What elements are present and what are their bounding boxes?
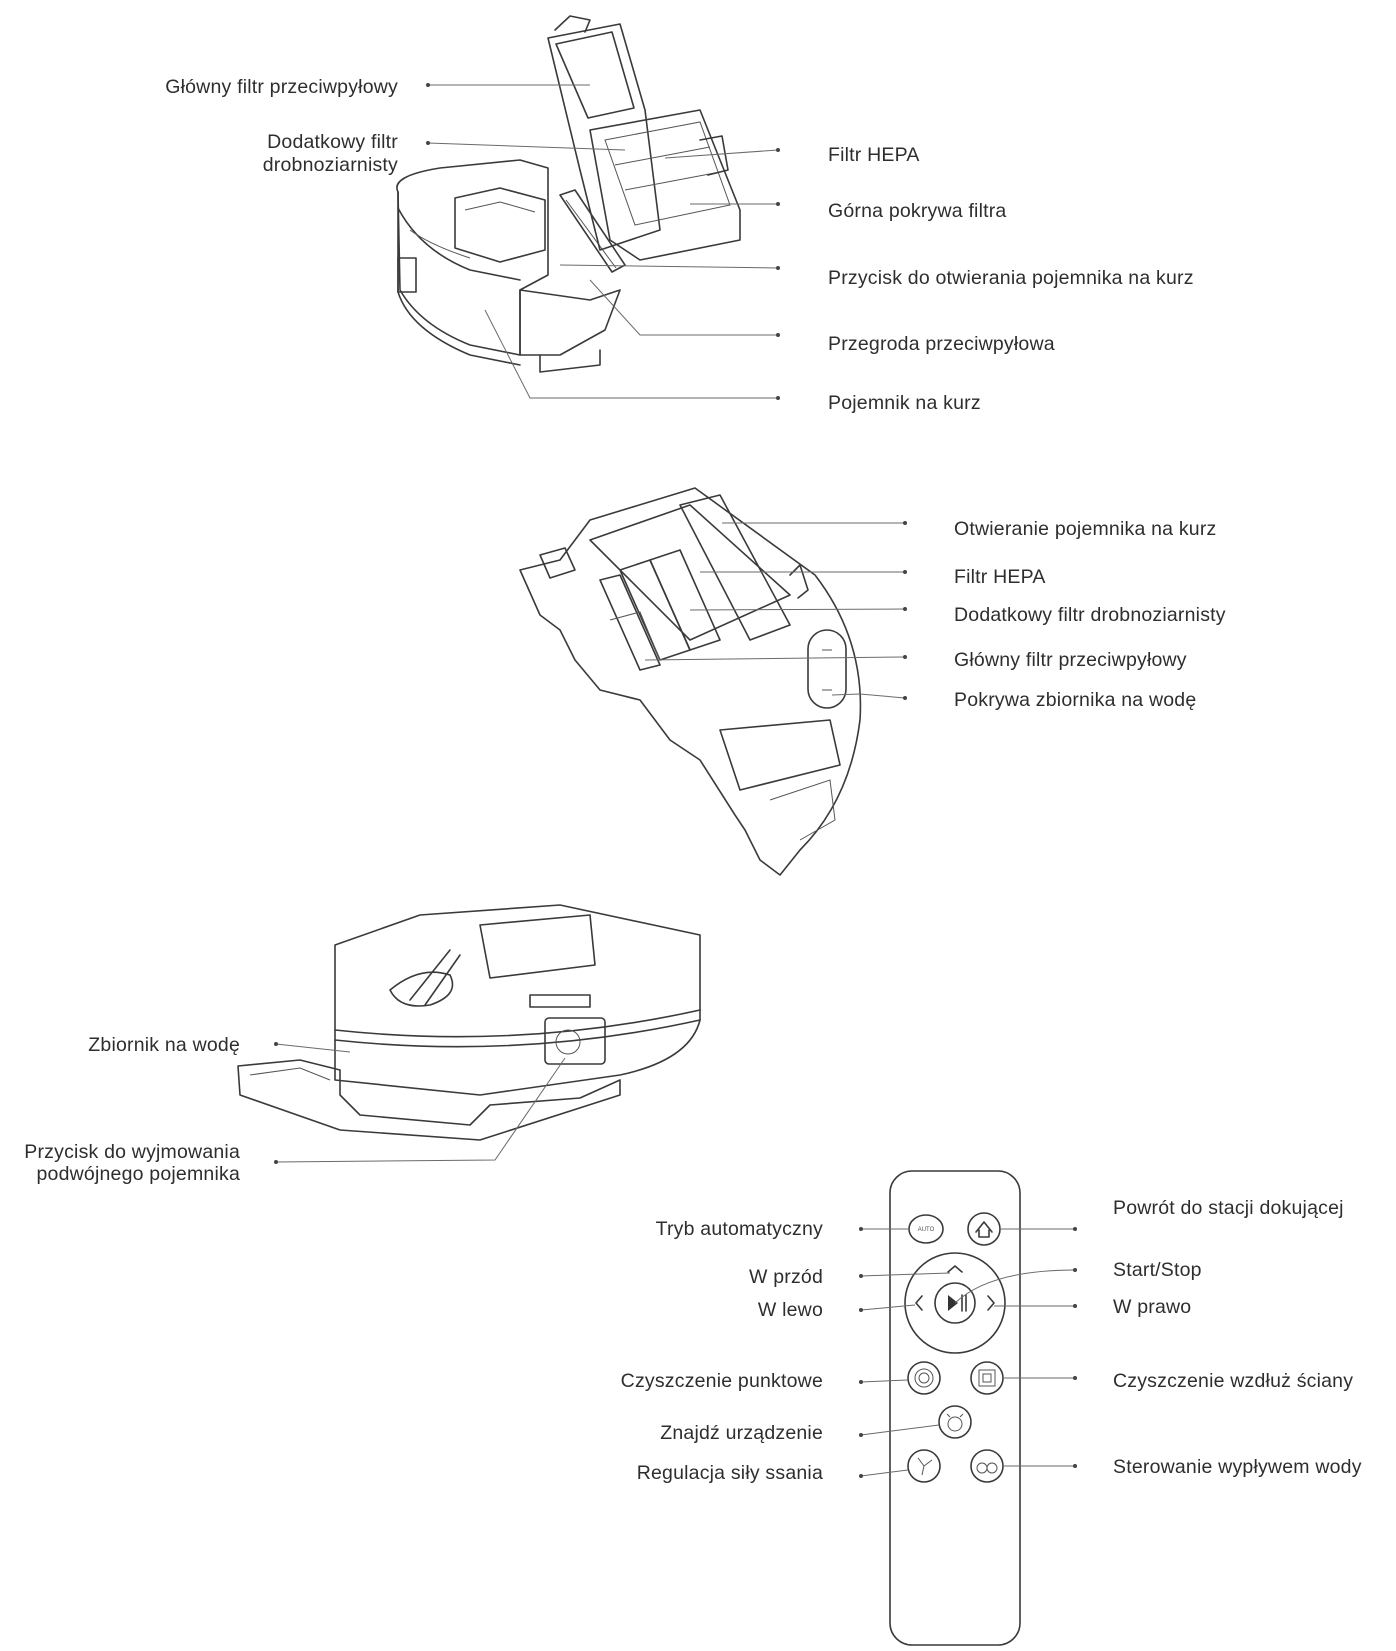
remote-leader-lines [859, 1227, 1077, 1478]
label-find-device: Znajdź urządzenie [660, 1422, 823, 1444]
label-main-dust-filter: Główny filtr przeciwpyłowy [165, 76, 398, 98]
label-dust-bin: Pojemnik na kurz [828, 392, 981, 414]
label-hepa-filter: Filtr HEPA [828, 144, 920, 166]
label-top-filter-cover: Górna pokrywa filtra [828, 200, 1007, 222]
auto-button-text: AUTO [918, 1227, 935, 1233]
label-wall-cleaning: Czyszczenie wzdłuż ściany [1113, 1370, 1354, 1392]
label-water-flow-control: Sterowanie wypływem wody [1113, 1456, 1362, 1478]
robot-water-tank-drawing [237, 904, 701, 1141]
diagram1-leader-lines [426, 83, 780, 400]
label-dual-bin-release-line1: Przycisk do wyjmowania [24, 1141, 240, 1163]
label-dust-partition: Przegroda przeciwpyłowa [828, 333, 1055, 355]
label-water-tank: Zbiornik na wodę [88, 1034, 240, 1056]
diagram2-leader-lines [644, 521, 907, 700]
diagram3-leader-lines [274, 1042, 566, 1164]
label-dustbin-open-button: Przycisk do otwierania pojemnika na kurz [828, 267, 1194, 289]
label-left: W lewo [757, 1299, 823, 1321]
robot-dustbin-open-drawing [396, 15, 741, 373]
label-extra-filter-line1: Dodatkowy filtr [267, 131, 398, 153]
label-forward: W przód [748, 1266, 823, 1288]
label-extra-filter-2: Dodatkowy filtr drobnoziarnisty [954, 604, 1226, 626]
label-extra-filter-line2: drobnoziarnisty [262, 154, 398, 176]
label-spot-cleaning: Czyszczenie punktowe [620, 1370, 823, 1392]
label-water-tank-cover: Pokrywa zbiornika na wodę [954, 689, 1197, 711]
label-return-to-dock: Powrót do stacji dokującej [1113, 1197, 1344, 1219]
label-start-stop: Start/Stop [1113, 1259, 1202, 1281]
label-hepa-filter-2: Filtr HEPA [954, 566, 1046, 588]
label-suction-power: Regulacja siły ssania [636, 1462, 823, 1484]
robot-filter-compartment-drawing [519, 487, 862, 876]
label-dual-bin-release-line2: podwójnego pojemnika [36, 1163, 240, 1185]
label-main-dust-filter-2: Główny filtr przeciwpyłowy [954, 649, 1187, 671]
label-dustbin-opening: Otwieranie pojemnika na kurz [954, 518, 1217, 540]
remote-control-drawing: AUTO [889, 1170, 1021, 1646]
label-right: W prawo [1113, 1296, 1192, 1318]
label-auto-mode: Tryb automatyczny [655, 1218, 823, 1240]
